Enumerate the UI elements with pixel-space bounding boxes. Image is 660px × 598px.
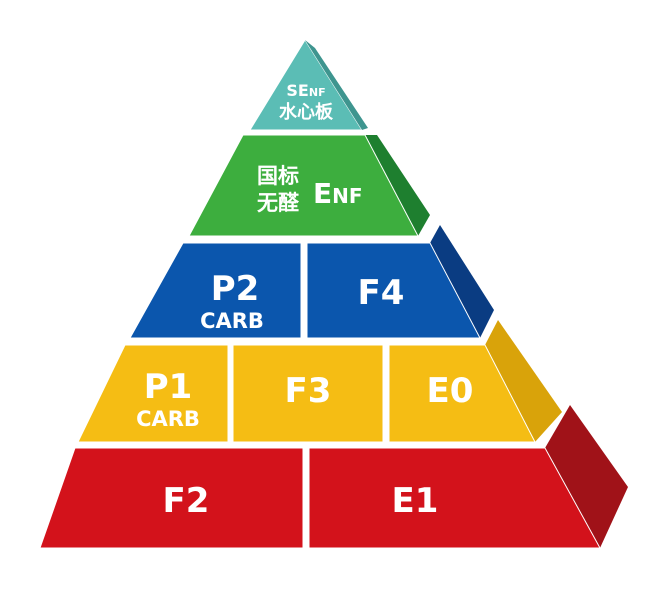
tier2-block-right bbox=[388, 344, 536, 443]
tier1-right-label: E1 bbox=[392, 481, 439, 521]
tier1-side bbox=[545, 405, 628, 548]
tier1-block-left bbox=[39, 447, 304, 549]
tier1-left-label: F2 bbox=[163, 481, 210, 521]
tier2-mid-label: F3 bbox=[285, 371, 332, 411]
tier4-side bbox=[365, 135, 430, 236]
tier2-side bbox=[485, 320, 562, 442]
tier3-left-label: P2 bbox=[211, 269, 260, 309]
tier4-line2: 无醛 bbox=[257, 191, 300, 215]
tier4-block bbox=[188, 134, 419, 237]
tier5-side bbox=[305, 40, 368, 130]
tier3-block-left bbox=[129, 242, 302, 339]
tier3-left-sub: CARB bbox=[200, 309, 264, 333]
tier4-brand: ENF bbox=[313, 177, 363, 210]
tier5-title-prefix: SE bbox=[286, 81, 308, 100]
tier2-block-left bbox=[77, 344, 229, 443]
tier1-block-right bbox=[308, 447, 601, 549]
tier4-brand-e: E bbox=[313, 177, 332, 210]
tier4-brand-nf: NF bbox=[332, 184, 362, 208]
tier3-right-label: F4 bbox=[358, 273, 405, 313]
tier3-block-right bbox=[306, 242, 481, 339]
tier4-line1: 国标 bbox=[257, 164, 299, 188]
tier5-title: SENF bbox=[286, 81, 325, 100]
tier2-left-sub: CARB bbox=[136, 407, 200, 431]
tier5-title-suffix: NF bbox=[309, 86, 326, 99]
tier2-block-mid bbox=[232, 344, 384, 443]
tier2-right-label: E0 bbox=[427, 371, 474, 411]
tier5-subtitle: 水心板 bbox=[279, 101, 334, 123]
tier2-left-label: P1 bbox=[144, 367, 193, 407]
tier3-side bbox=[430, 225, 494, 338]
